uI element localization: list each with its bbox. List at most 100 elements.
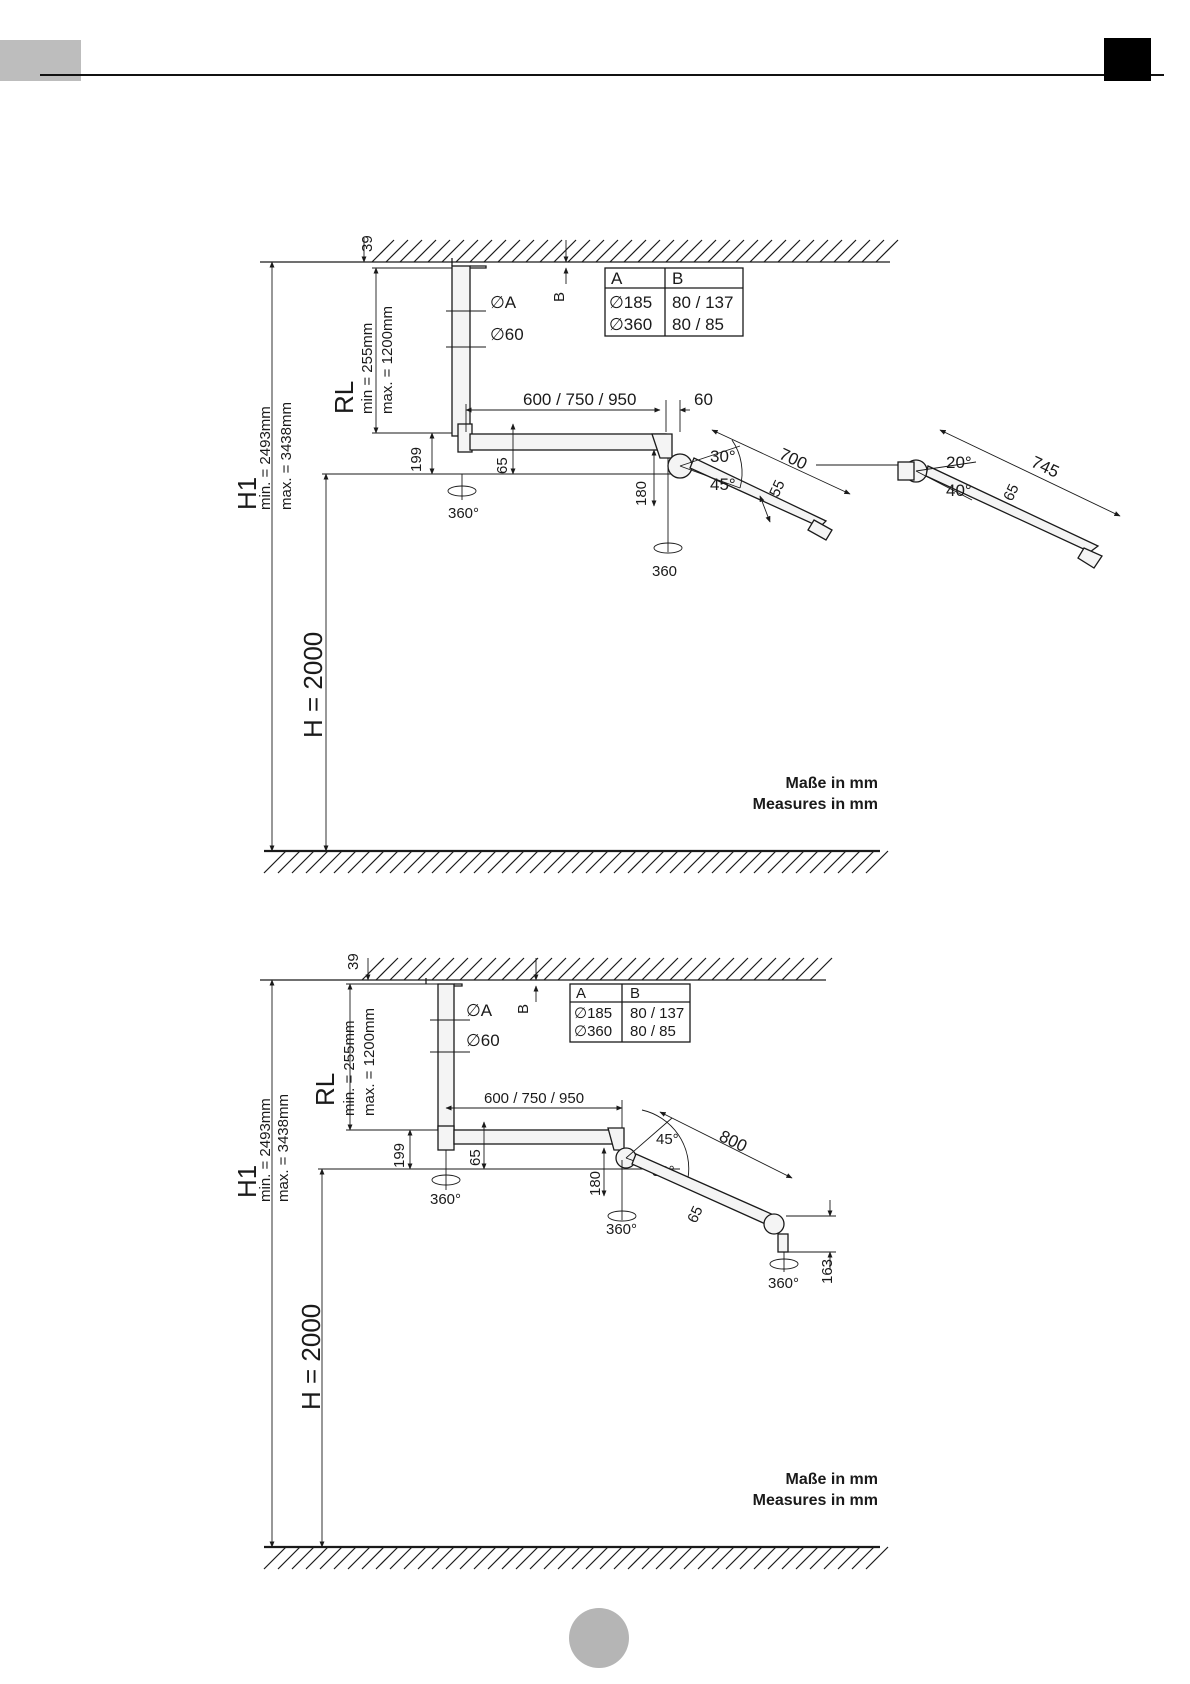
- note-de: Maße in mm: [786, 1471, 878, 1488]
- angle-20-label: 20°: [946, 453, 972, 472]
- hatch-stroke: [833, 239, 857, 263]
- table-cell: ∅185: [609, 293, 652, 312]
- h1-label: H1: [232, 477, 262, 510]
- hatch-stroke: [487, 1546, 511, 1570]
- h-label: H = 2000: [296, 1304, 326, 1410]
- dia-a-label: ∅A: [466, 1001, 493, 1020]
- hatch-stroke: [683, 850, 707, 874]
- hatch-stroke: [385, 239, 409, 263]
- table-cell: ∅185: [574, 1005, 612, 1022]
- hatch-stroke: [627, 957, 651, 981]
- rl-label: RL: [310, 1073, 340, 1106]
- dim-60-label: 60: [694, 390, 713, 409]
- dim-199-label: 199: [391, 1143, 408, 1168]
- hatch-stroke: [669, 1546, 693, 1570]
- hatch-stroke: [767, 850, 791, 874]
- angle-30-label: 30°: [710, 447, 736, 466]
- hatch-stroke: [711, 1546, 735, 1570]
- hatch-stroke: [417, 850, 441, 874]
- dim-745-label: 745: [1028, 452, 1062, 481]
- hatch-stroke: [567, 239, 591, 263]
- horizontal-arm: [453, 1129, 621, 1145]
- hatch-stroke: [721, 239, 745, 263]
- hatch-stroke: [809, 957, 833, 981]
- hatch-stroke: [725, 1546, 749, 1570]
- table-cell: 80 / 137: [630, 1005, 684, 1022]
- hatch-stroke: [627, 850, 651, 874]
- table-cell: ∅360: [574, 1023, 612, 1040]
- hatch-stroke: [403, 957, 427, 981]
- dim-163-label: 163: [819, 1259, 836, 1284]
- hatch-stroke: [585, 957, 609, 981]
- hatch-stroke: [445, 850, 469, 874]
- hatch-stroke: [543, 850, 567, 874]
- hatch-stroke: [277, 1546, 301, 1570]
- dim-39-label: 39: [345, 953, 362, 970]
- h1-max-label: max. = 3438mm: [275, 1094, 292, 1202]
- hatch-stroke: [319, 850, 343, 874]
- note-en: Measures in mm: [753, 1492, 878, 1509]
- dim-65-label: 65: [494, 457, 511, 474]
- hatch-stroke: [655, 850, 679, 874]
- arm-length-label: 600 / 750 / 950: [523, 390, 636, 409]
- rl-min-label: min. = 255mm: [341, 1021, 358, 1116]
- rotation-360deg-label: 360°: [448, 505, 479, 522]
- hatch-stroke: [665, 239, 689, 263]
- hatch-stroke: [515, 850, 539, 874]
- hatch-stroke: [641, 1546, 665, 1570]
- angled-arm-2: [925, 465, 1100, 553]
- hatch-stroke: [445, 1546, 469, 1570]
- hatch-stroke: [487, 850, 511, 874]
- hatch-stroke: [585, 850, 609, 874]
- hatch-stroke: [847, 239, 871, 263]
- hatch-stroke: [805, 239, 829, 263]
- horizontal-arm: [469, 433, 667, 451]
- dia-60-label: ∅60: [490, 325, 524, 344]
- angle-45-label: 45°: [710, 475, 736, 494]
- hatch-stroke: [571, 957, 595, 981]
- hatch-stroke: [529, 957, 553, 981]
- hatch-stroke: [557, 850, 581, 874]
- hatch-stroke: [753, 850, 777, 874]
- hatch-stroke: [697, 1546, 721, 1570]
- hatch-stroke: [851, 1546, 875, 1570]
- hatch-stroke: [403, 1546, 427, 1570]
- rotation-360deg-c-label: 360°: [768, 1275, 799, 1292]
- hatch-stroke: [305, 1546, 329, 1570]
- hatch-stroke: [431, 1546, 455, 1570]
- hatch-stroke: [375, 1546, 399, 1570]
- hatch-stroke: [417, 957, 441, 981]
- hatch-stroke: [739, 957, 763, 981]
- dim-55-label: 55: [766, 477, 788, 499]
- hatch-stroke: [501, 1546, 525, 1570]
- hatch-stroke: [637, 239, 661, 263]
- hatch-stroke: [819, 239, 843, 263]
- dimension-table: A B ∅185 80 / 137 ∅360 80 / 85: [604, 267, 744, 337]
- hatch-stroke: [417, 1546, 441, 1570]
- hatch-stroke: [651, 239, 675, 263]
- hatch-stroke: [613, 850, 637, 874]
- hatch-stroke: [865, 850, 889, 874]
- table-cell: 80 / 85: [630, 1023, 676, 1040]
- hatch-stroke: [389, 850, 413, 874]
- hatch-stroke: [389, 957, 413, 981]
- hatch-stroke: [627, 1546, 651, 1570]
- hatch-stroke: [655, 1546, 679, 1570]
- dia-60-label: ∅60: [466, 1031, 500, 1050]
- hatch-stroke: [683, 957, 707, 981]
- hatch-stroke: [613, 957, 637, 981]
- hatch-stroke: [823, 1546, 847, 1570]
- hatch-stroke: [483, 239, 507, 263]
- hatch-stroke: [585, 1546, 609, 1570]
- hatch-stroke: [291, 850, 315, 874]
- hatch-stroke: [305, 850, 329, 874]
- hatch-stroke: [767, 1546, 791, 1570]
- table-cell: 80 / 85: [672, 315, 724, 334]
- dim-b-label: B: [551, 292, 568, 302]
- hatch-stroke: [707, 239, 731, 263]
- hatch-stroke: [711, 850, 735, 874]
- dim-b-label: B: [515, 1004, 532, 1014]
- hatch-stroke: [427, 239, 451, 263]
- table-header-a: A: [576, 985, 586, 1002]
